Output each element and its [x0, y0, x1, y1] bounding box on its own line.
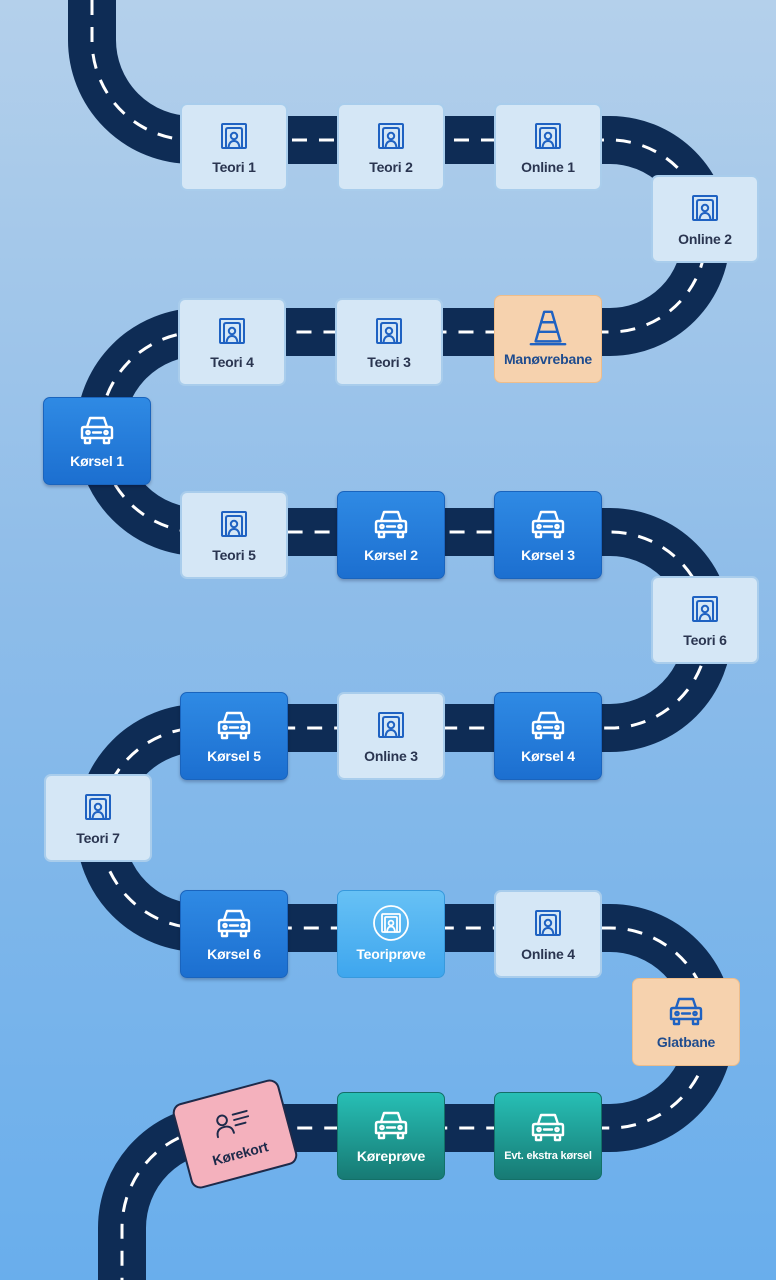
- car-icon: [371, 507, 411, 541]
- step-korsel-1[interactable]: Kørsel 1: [43, 397, 151, 485]
- step-label: Kørsel 3: [521, 547, 575, 563]
- step-label: Teori 1: [212, 159, 256, 175]
- step-label: Teori 5: [212, 547, 256, 563]
- step-label: Kørsel 2: [364, 547, 418, 563]
- step-teori-1[interactable]: Teori 1: [180, 103, 288, 191]
- step-label: Køreprøve: [356, 1148, 426, 1164]
- theory-icon: [528, 119, 568, 153]
- step-korsel-2[interactable]: Kørsel 2: [337, 491, 445, 579]
- theory-badge-icon: [371, 905, 411, 941]
- step-label: Kørsel 4: [521, 748, 575, 764]
- traffic-cone-icon: [528, 310, 568, 346]
- step-label: Evt. ekstra kørsel: [504, 1150, 592, 1162]
- theory-icon: [212, 314, 252, 348]
- step-teori-3[interactable]: Teori 3: [335, 298, 443, 386]
- step-label: Teori 6: [683, 632, 727, 648]
- step-label: Online 2: [678, 231, 732, 247]
- license-icon: [208, 1102, 255, 1145]
- step-online-4[interactable]: Online 4: [494, 890, 602, 978]
- step-manovrebane[interactable]: Manøvrebane: [494, 295, 602, 383]
- car-icon: [371, 1108, 411, 1142]
- step-evt-ekstra-korsel[interactable]: Evt. ekstra kørsel: [494, 1092, 602, 1180]
- car-icon: [666, 994, 706, 1028]
- step-online-2[interactable]: Online 2: [651, 175, 759, 263]
- step-label: Kørsel 1: [70, 453, 124, 469]
- theory-icon: [685, 191, 725, 225]
- step-label: Glatbane: [656, 1034, 716, 1050]
- step-label: Online 3: [364, 748, 418, 764]
- theory-icon: [685, 592, 725, 626]
- car-icon: [214, 906, 254, 940]
- step-glatbane[interactable]: Glatbane: [632, 978, 740, 1066]
- theory-icon: [371, 119, 411, 153]
- theory-icon: [371, 708, 411, 742]
- step-koreprove[interactable]: Køreprøve: [337, 1092, 445, 1180]
- step-teori-5[interactable]: Teori 5: [180, 491, 288, 579]
- step-label: Teori 7: [76, 830, 120, 846]
- step-label: Teori 4: [210, 354, 254, 370]
- car-icon: [77, 413, 117, 447]
- step-label: Teori 3: [367, 354, 411, 370]
- step-teori-2[interactable]: Teori 2: [337, 103, 445, 191]
- car-icon: [528, 708, 568, 742]
- step-korsel-5[interactable]: Kørsel 5: [180, 692, 288, 780]
- car-icon: [528, 507, 568, 541]
- theory-icon: [214, 507, 254, 541]
- step-teori-4[interactable]: Teori 4: [178, 298, 286, 386]
- step-label: Kørsel 5: [207, 748, 261, 764]
- step-label: Online 4: [521, 946, 575, 962]
- step-teori-7[interactable]: Teori 7: [44, 774, 152, 862]
- step-label: Teori 2: [369, 159, 413, 175]
- step-korsel-3[interactable]: Kørsel 3: [494, 491, 602, 579]
- theory-icon: [369, 314, 409, 348]
- step-korekort[interactable]: Kørekort: [170, 1077, 300, 1191]
- step-online-3[interactable]: Online 3: [337, 692, 445, 780]
- car-icon: [528, 1110, 568, 1144]
- step-teori-6[interactable]: Teori 6: [651, 576, 759, 664]
- step-label: Online 1: [521, 159, 575, 175]
- step-korsel-6[interactable]: Kørsel 6: [180, 890, 288, 978]
- step-label: Manøvrebane: [503, 351, 593, 367]
- theory-icon: [528, 906, 568, 940]
- step-teoriprove[interactable]: Teoriprøve: [337, 890, 445, 978]
- theory-icon: [214, 119, 254, 153]
- car-icon: [214, 708, 254, 742]
- step-korsel-4[interactable]: Kørsel 4: [494, 692, 602, 780]
- step-online-1[interactable]: Online 1: [494, 103, 602, 191]
- step-label: Kørsel 6: [207, 946, 261, 962]
- theory-icon: [78, 790, 118, 824]
- step-label: Teoriprøve: [356, 946, 426, 962]
